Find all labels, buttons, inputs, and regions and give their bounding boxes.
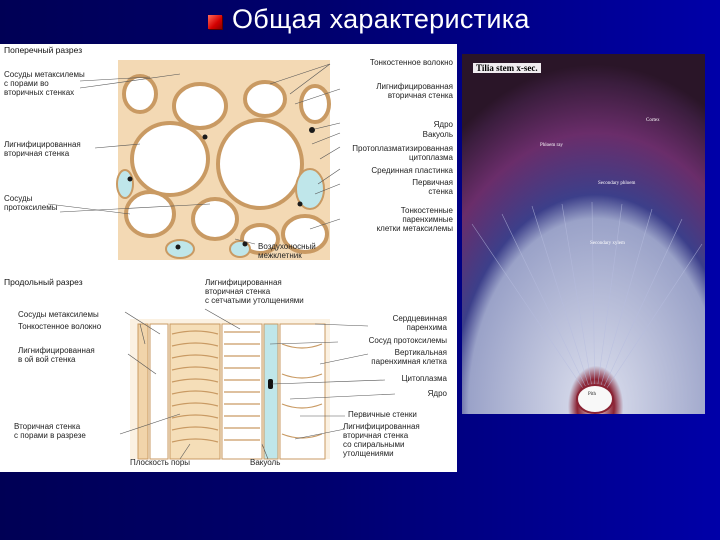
metaxylem-vessel <box>216 118 304 210</box>
right-label: Ядро <box>433 120 453 129</box>
longitudinal-section-tissue <box>130 319 330 460</box>
right-label: Тонкостенное волокно <box>369 58 453 67</box>
left-label: Лигнифицированная в ой вой стенка <box>18 346 95 364</box>
photo-label-cortex: Cortex <box>646 118 660 123</box>
left-label: Вторичная стенка с порами в разрезе <box>14 422 86 440</box>
right-label: Лигнифицированная вторичная стенка <box>376 82 453 100</box>
right-label: Вакуоль <box>422 130 453 139</box>
right-label: Первичная стенка <box>412 178 453 196</box>
fiber-cell <box>122 74 158 114</box>
left-label: Лигнифицированная вторичная стенка <box>4 140 81 158</box>
right-label: Воздухоносный межклетник <box>258 242 316 260</box>
photo-label-secondary-phloem: Secondary phloem <box>598 181 636 186</box>
protoxylem-vessel <box>191 197 239 241</box>
nucleus-icon <box>309 127 315 133</box>
slide-title: Общая характеристика <box>232 4 530 34</box>
right-label: Цитоплазма <box>401 374 447 383</box>
tilia-micrograph <box>462 54 705 414</box>
bottom-label: Плоскость поры <box>130 458 191 467</box>
xylem-illustration <box>47 60 396 460</box>
photo-label-secondary-xylem: Secondary xylem <box>590 241 625 246</box>
right-label: Сосуд протоксилемы <box>368 336 447 345</box>
bottom-label: Вакуоль <box>250 458 281 467</box>
photo-title: Tilia stem x-sec. <box>473 63 541 73</box>
parenchyma-cell <box>240 223 280 255</box>
right-label: Ядро <box>427 389 447 398</box>
xylem-diagram: Поперечный разрез Сосуды метаксилемы с п… <box>0 44 457 472</box>
right-label: Лигнифицированная вторичная стенка со сп… <box>343 422 420 458</box>
left-label: Сосуды метаксилемы с порами во вторичных… <box>4 70 85 97</box>
right-label: Протоплазматизированная цитоплазма <box>352 144 453 162</box>
title-bullet-icon <box>208 15 222 29</box>
photo-label-phloem-ray: Phloem ray <box>540 143 563 148</box>
pith <box>576 384 614 414</box>
right-label: Срединная пластинка <box>371 166 453 175</box>
parenchyma-cell <box>281 214 329 254</box>
photo-label-pith: Pith <box>588 392 597 397</box>
left-label: Сосуды протоксилемы <box>4 194 58 212</box>
fiber-cell <box>243 80 287 118</box>
left-label: Сосуды метаксилемы <box>18 310 99 319</box>
left-label: Тонкостенное волокно <box>18 322 102 331</box>
right-label: Сердцевинная паренхима <box>392 314 447 332</box>
cross-section-heading: Поперечный разрез <box>4 45 83 55</box>
right-label: Тонкостенные паренхимные клетки метаксил… <box>376 206 453 233</box>
right-label: Вертикальная паренхимная клетка <box>371 348 447 366</box>
protoxylem-vessel <box>124 190 176 238</box>
metaxylem-vessel <box>172 82 228 130</box>
metaxylem-vessel <box>130 121 210 197</box>
right-label: Первичные стенки <box>348 410 417 419</box>
micrograph-illustration <box>462 54 705 414</box>
fiber-cell <box>299 84 331 124</box>
longitudinal-heading: Продольный разрез <box>4 277 83 287</box>
top-label: Лигнифицированная вторичная стенка с сет… <box>205 278 304 305</box>
nucleus-icon <box>268 379 273 389</box>
